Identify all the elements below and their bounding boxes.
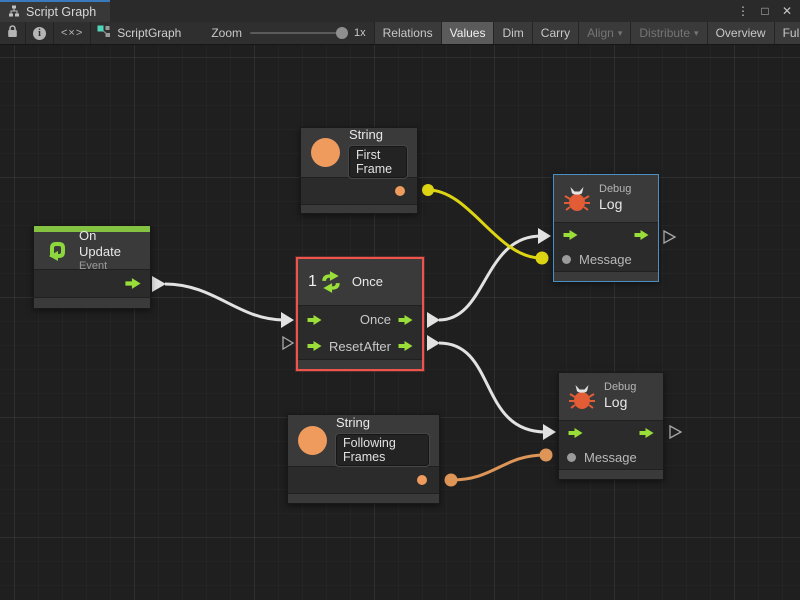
values-button[interactable]: Values — [441, 22, 495, 44]
full-screen-button[interactable]: Full Screen — [774, 22, 800, 44]
node-string-following-frames[interactable]: String Following Frames — [287, 414, 440, 504]
debug-flow-output-port[interactable] — [638, 427, 655, 439]
chevron-down-icon: ▾ — [694, 27, 699, 38]
node-string-first-frame[interactable]: String First Frame — [300, 127, 418, 214]
maximize-icon[interactable]: □ — [761, 4, 769, 18]
info-button[interactable]: i — [26, 22, 54, 44]
node-kicker: Debug — [604, 381, 637, 394]
port-triangle-debugtop-out[interactable] — [663, 229, 677, 245]
tab-title: Script Graph — [26, 5, 97, 19]
close-icon[interactable]: ✕ — [781, 4, 793, 18]
wire-dot — [535, 251, 549, 265]
wire-followingframes-to-message — [450, 453, 546, 482]
distribute-dropdown[interactable]: Distribute ▾ — [631, 22, 708, 44]
edit-source-button[interactable]: <×> — [54, 22, 92, 44]
port-triangle-debugtop-in[interactable] — [538, 228, 551, 244]
once-number: 1 — [308, 273, 317, 290]
graph-canvas[interactable]: String First Frame On Update Event — [0, 45, 800, 600]
wire-onupdate-to-once — [164, 282, 285, 322]
port-triangle-after-out[interactable] — [427, 335, 440, 351]
zoom-slider[interactable] — [250, 27, 348, 39]
wire-firstframe-to-message — [427, 188, 542, 260]
info-icon: i — [33, 26, 46, 40]
code-icon: <×> — [61, 27, 84, 39]
string-value-field[interactable]: First Frame — [348, 145, 408, 180]
zoom-control: Zoom 1x — [203, 22, 375, 44]
align-label: Align — [587, 26, 614, 40]
node-kicker: Debug — [599, 183, 632, 196]
node-title: On Update — [79, 227, 121, 259]
chevron-down-icon: ▾ — [617, 27, 623, 38]
debug-flow-input-port[interactable] — [562, 229, 579, 241]
graph-tab-icon — [8, 5, 20, 20]
string-value-field[interactable]: Following Frames — [335, 433, 430, 468]
node-on-update[interactable]: On Update Event — [33, 225, 151, 309]
dim-button[interactable]: Dim — [494, 22, 533, 44]
title-bar: Script Graph ⋮ □ ✕ — [0, 0, 800, 22]
distribute-label: Distribute — [639, 26, 691, 40]
wire-dot — [444, 473, 458, 487]
message-input-port[interactable] — [567, 452, 576, 462]
more-menu-icon[interactable]: ⋮ — [737, 4, 749, 18]
string-output-port[interactable] — [395, 186, 405, 196]
flow-output-port[interactable] — [124, 277, 142, 290]
node-subtitle: Event — [79, 260, 108, 273]
port-triangle-debugbottom-in[interactable] — [543, 424, 556, 440]
overview-button[interactable]: Overview — [707, 22, 775, 44]
wire-once-to-debugtop — [438, 234, 542, 322]
align-dropdown[interactable]: Align ▾ — [579, 22, 632, 44]
zoom-value: 1x — [354, 27, 366, 39]
message-input-port[interactable] — [562, 254, 571, 264]
wire-dot — [539, 448, 553, 462]
lock-button[interactable] — [0, 22, 26, 44]
once-output-label: Once — [359, 312, 391, 327]
after-output-port[interactable] — [397, 340, 414, 352]
once-cycle-icon: 1 — [308, 271, 343, 293]
reset-input-port[interactable] — [306, 340, 323, 352]
node-title: Once — [351, 273, 383, 289]
string-type-icon — [298, 426, 327, 455]
window-controls: ⋮ □ ✕ — [734, 0, 796, 22]
zoom-label: Zoom — [211, 26, 242, 40]
wire-after-to-debugbottom — [438, 341, 547, 434]
graph-toolbar: i <×> ScriptGraph Zoom 1x Relations Valu… — [0, 22, 800, 45]
breadcrumb-label: ScriptGraph — [117, 26, 182, 40]
event-color-strip — [34, 226, 150, 232]
relations-button[interactable]: Relations — [374, 22, 442, 44]
debug-flow-output-port[interactable] — [633, 229, 650, 241]
bug-icon — [569, 383, 595, 410]
port-triangle-debugbottom-out[interactable] — [669, 424, 683, 440]
wire-dot — [422, 184, 434, 196]
debug-flow-input-port[interactable] — [567, 427, 584, 439]
carry-button[interactable]: Carry — [532, 22, 580, 44]
reset-input-label: Reset — [329, 338, 363, 354]
port-triangle-reset-in[interactable] — [282, 335, 295, 351]
port-triangle-once-out[interactable] — [427, 312, 440, 328]
node-debug-log-bottom[interactable]: Debug Log Message — [558, 372, 664, 480]
node-title: String — [349, 126, 383, 142]
script-graph-node-icon — [97, 25, 111, 41]
breadcrumb[interactable]: ScriptGraph — [91, 22, 191, 44]
lock-icon — [7, 25, 18, 41]
node-debug-log-top[interactable]: Debug Log Message — [553, 174, 659, 282]
port-triangle-onupdate-out[interactable] — [152, 276, 166, 292]
on-update-loop-icon — [44, 238, 70, 264]
node-title: Log — [599, 196, 623, 213]
string-type-icon — [311, 138, 340, 167]
once-flow-input-port[interactable] — [306, 314, 323, 326]
node-title: String — [336, 414, 370, 430]
node-once[interactable]: 1 Once Once — [296, 257, 424, 371]
message-label: Message — [584, 449, 637, 465]
bug-icon — [564, 185, 590, 212]
node-title: Log — [604, 394, 628, 411]
string-output-port[interactable] — [417, 475, 427, 485]
zoom-slider-handle[interactable] — [336, 27, 348, 39]
once-output-port[interactable] — [397, 314, 414, 326]
after-output-label: After — [363, 338, 391, 354]
port-triangle-once-in[interactable] — [281, 312, 294, 328]
tab-script-graph[interactable]: Script Graph — [0, 0, 110, 22]
message-label: Message — [579, 251, 632, 267]
